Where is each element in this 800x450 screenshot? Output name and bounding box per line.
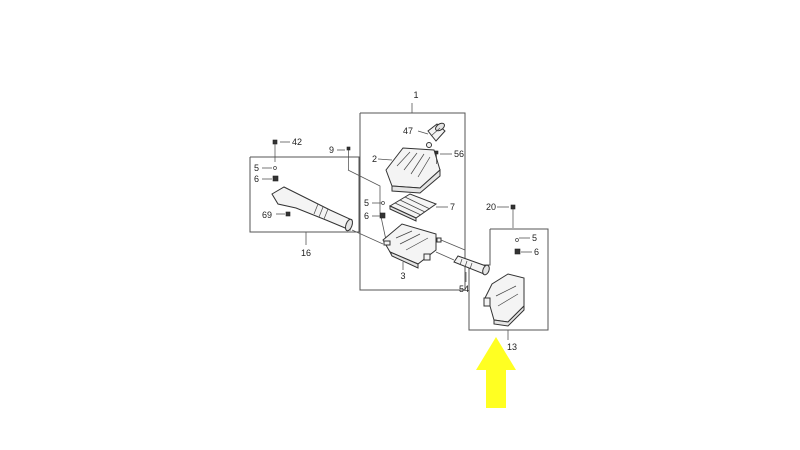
label-5c: 5 [532,233,537,243]
label-47: 47 [403,126,413,136]
leader-3-right [440,239,466,251]
label-16: 16 [301,248,311,258]
part-47-intake-duct [427,122,446,142]
part-69-clamp [285,211,291,217]
part-56-bolt [434,150,439,164]
part-20-bolt [510,204,516,228]
part-7-air-filter [388,193,438,222]
part-42-bolt [272,139,278,162]
part-6a-grommet [379,212,386,219]
leader-2 [377,158,393,161]
label-13: 13 [507,342,517,352]
label-9: 9 [329,145,334,155]
yellow-arrow-up [476,337,516,408]
part-2-air-cleaner-cover [385,142,441,194]
leader-47 [417,130,429,135]
label-6c: 6 [534,247,539,257]
part-5b-clip [273,166,277,170]
leader-54-body [435,251,455,261]
part-5a-clip [381,201,385,205]
part-54-connector-hose [453,255,490,276]
label-20: 20 [486,202,496,212]
label-2: 2 [372,154,377,164]
part-6b-grommet [272,175,279,182]
label-6a: 6 [364,211,369,221]
leader-9-path [347,169,387,241]
part-16-intake-hose [271,186,353,232]
label-42: 42 [292,137,302,147]
part-13-resonator [483,273,525,327]
label-5a: 5 [364,198,369,208]
label-1: 1 [413,90,418,100]
part-6c-grommet [514,248,521,255]
label-3: 3 [400,271,405,281]
label-56: 56 [454,149,464,159]
part-5c-clip [515,238,519,242]
label-69: 69 [262,210,272,220]
label-54: 54 [459,284,469,294]
label-6b: 6 [254,174,259,184]
group-frame-13 [468,228,549,331]
part-3-air-cleaner-body [382,223,442,269]
leader-hose-body [351,229,384,245]
label-5b: 5 [254,163,259,173]
group-frame-1 [359,112,466,291]
part-9-bolt [346,146,351,170]
group-frame-16 [249,156,360,233]
label-7: 7 [450,202,455,212]
